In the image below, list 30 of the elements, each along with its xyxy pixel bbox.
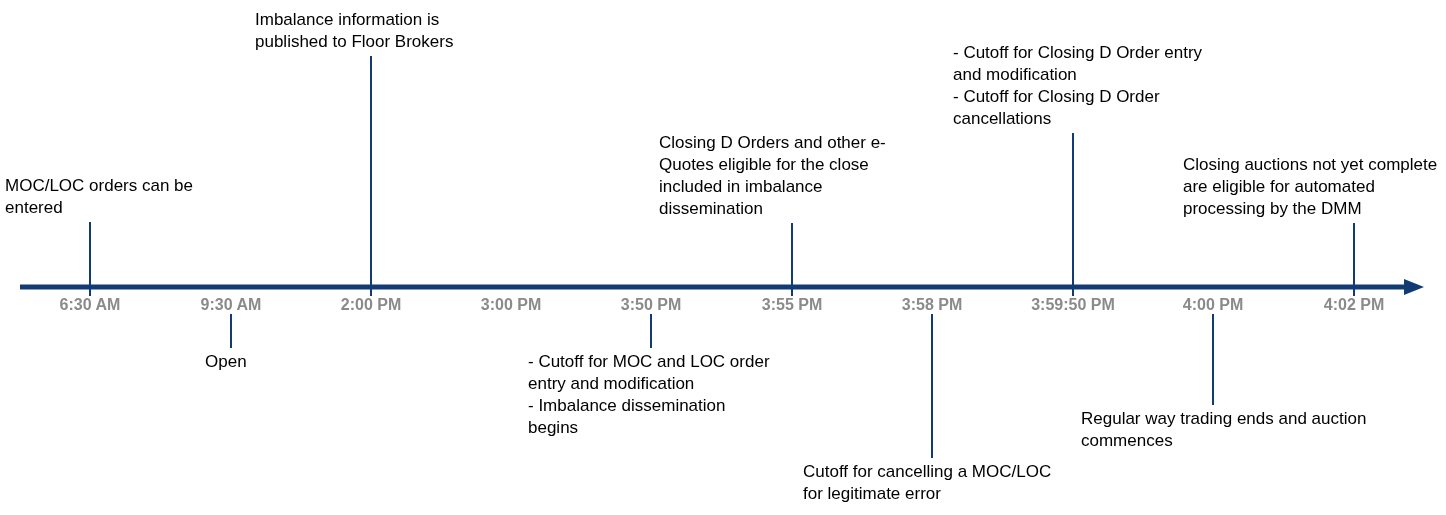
time-label: 3:55 PM [761,296,823,314]
time-label: 2:00 PM [340,296,402,314]
event-text: Regular way trading ends and auction commences [1081,408,1368,452]
time-label: 6:30 AM [59,296,121,314]
event-text: - Cutoff for Closing D Order entry and modification [953,42,1204,86]
event-text: - Imbalance dissemination begins [528,395,727,439]
time-label: 9:30 AM [200,296,262,314]
leader-line [791,222,793,297]
event-text: Closing auctions not yet complete are eligible for automated processing by the DMM [1183,154,1439,220]
event-text: Open [205,351,248,373]
leader-line [1353,222,1355,297]
leader-line [650,313,652,349]
leader-line [1212,313,1214,406]
leader-line [89,221,91,297]
event-text: MOC/LOC orders can be entered [5,175,194,219]
event-text: - Cutoff for MOC and LOC order entry and modification [528,351,771,395]
leader-line [230,313,232,349]
time-label: 4:02 PM [1323,296,1385,314]
event-text: Cutoff for cancelling a MOC/LOC for legitimate error [803,461,1053,505]
leader-line [370,55,372,297]
time-label: 3:58 PM [901,296,963,314]
event-text: Closing D Orders and other e-Quotes eligible for the close included in imbalance dissemination [659,132,887,220]
event-text: - Cutoff for Closing D Order cancellations [953,86,1161,130]
event-text: Imbalance information is published to Floor Brokers [255,9,455,53]
leader-line [1072,132,1074,297]
time-label: 4:00 PM [1182,296,1244,314]
time-label: 3:59:50 PM [1031,296,1115,314]
leader-line [931,313,933,459]
time-label: 3:50 PM [620,296,682,314]
time-label: 3:00 PM [480,296,542,314]
